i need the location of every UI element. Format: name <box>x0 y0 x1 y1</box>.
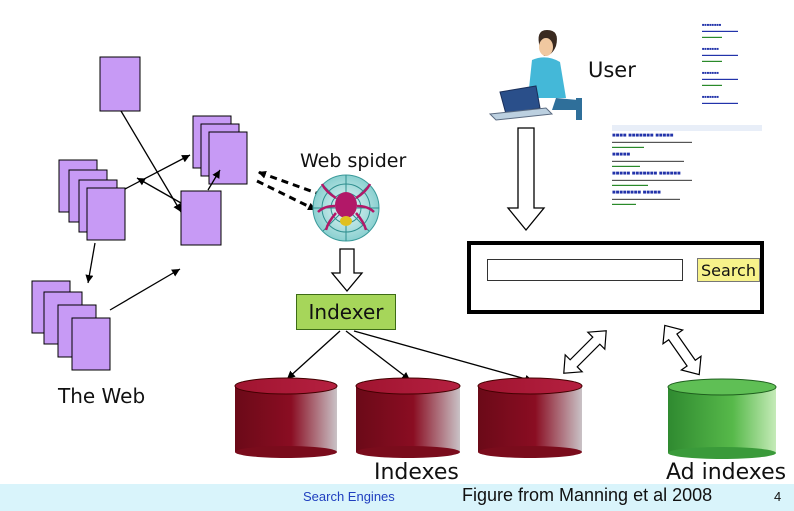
the-web-label: The Web <box>58 384 146 408</box>
indexer-output-arrows <box>286 330 534 383</box>
search-button[interactable]: Search <box>697 258 760 282</box>
search-adindex-double-arrow <box>662 324 702 376</box>
web-spider-label: Web spider <box>300 150 407 172</box>
user-icon <box>488 30 582 121</box>
indexer-label: Indexer <box>308 300 384 324</box>
web-links <box>85 110 221 311</box>
search-input[interactable] <box>487 259 683 281</box>
index-cylinder <box>234 377 338 458</box>
link-arrow <box>120 110 182 213</box>
web-page <box>86 187 126 241</box>
link-arrow <box>85 242 96 284</box>
ad-index-cylinder <box>667 378 777 459</box>
search-index-double-arrow <box>563 330 607 374</box>
link-arrow <box>109 268 181 311</box>
spider-crawl-arrows <box>256 170 323 212</box>
ad-indexes-label: Ad indexes <box>666 460 787 485</box>
user-to-search-arrow <box>506 127 546 232</box>
index-cylinder <box>477 377 583 458</box>
link-arrow <box>136 177 182 204</box>
web-page <box>99 56 141 112</box>
spider-to-indexer-arrow <box>330 248 364 293</box>
link-arrow <box>207 169 221 191</box>
ads-results-thumbnail: ■■■■■■■■▬▬▬▬▬▬▬▬▬▬▬▬▬▬■■■■■■■▬▬▬▬▬▬▬▬▬▬▬… <box>702 22 738 105</box>
user-label: User <box>588 58 636 82</box>
search-results-thumbnail: ■■■■ ■■■■■■■ ■■■■■ ▬▬▬▬▬▬▬▬▬▬▬▬▬▬▬▬▬▬▬▬ … <box>612 125 762 233</box>
footer-bar: Search Engines Figure from Manning et al… <box>0 484 794 511</box>
spider-icon <box>312 174 380 242</box>
index-cylinder <box>355 377 461 458</box>
web-pages-group <box>31 56 248 371</box>
footer-section-title: Search Engines <box>303 489 395 504</box>
indexer-box: Indexer <box>296 294 396 330</box>
page-number: 4 <box>774 489 782 504</box>
web-page <box>71 317 111 371</box>
indexes-label: Indexes <box>374 460 459 485</box>
web-page <box>208 131 248 185</box>
search-box: Search <box>467 241 764 314</box>
link-arrow <box>124 154 191 190</box>
footer-citation: Figure from Manning et al 2008 <box>462 485 713 505</box>
web-page <box>180 190 222 246</box>
